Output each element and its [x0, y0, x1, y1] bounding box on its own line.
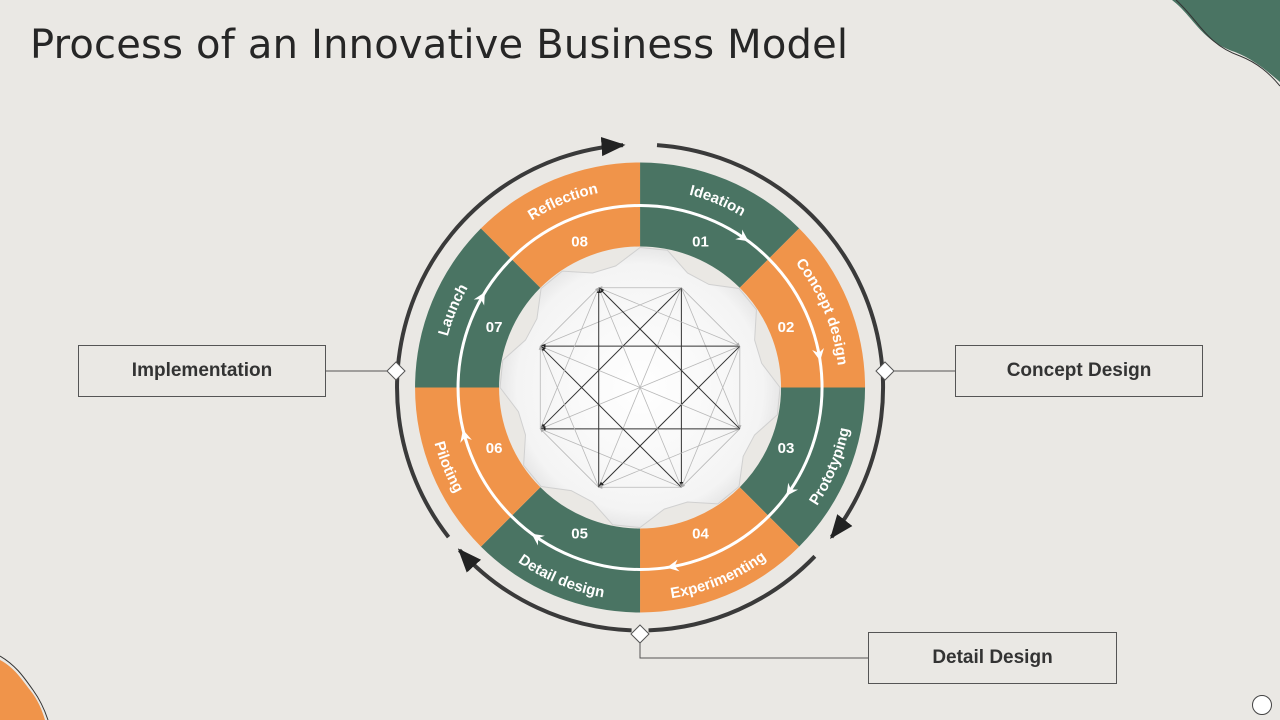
cycle-chevron	[735, 229, 749, 242]
connection-line	[539, 345, 600, 488]
stage-connection-lines	[538, 286, 742, 489]
outer-ring-arc	[457, 548, 632, 633]
ring-diamonds	[386, 361, 895, 644]
stage-number-02: 02	[778, 319, 795, 336]
detail-design-box: Detail Design	[868, 632, 1117, 684]
cycle-chevron	[666, 559, 680, 572]
cycle-chevron	[460, 429, 472, 443]
outer-ring-arc	[395, 137, 626, 539]
concept-design-diamond	[875, 361, 895, 381]
concept-design-box: Concept Design	[955, 345, 1203, 397]
stage-number-08: 08	[571, 234, 588, 251]
stage-number-04: 04	[692, 525, 709, 542]
connection-line	[539, 428, 682, 488]
connection-line	[539, 287, 682, 430]
connection-line	[539, 345, 682, 488]
stage-number-07: 07	[486, 319, 503, 336]
page-title: Process of an Innovative Business Model	[30, 22, 849, 68]
implementation-diamond	[386, 361, 406, 381]
cycle-chevron	[473, 292, 485, 306]
detail-design-label: Detail Design	[932, 647, 1053, 668]
connection-line	[598, 287, 741, 430]
cycle-chevron	[531, 533, 545, 546]
connection-line	[681, 428, 741, 488]
connection-line	[539, 287, 600, 347]
connection-line	[681, 287, 741, 347]
detail-design-diamond	[630, 624, 650, 644]
connection-line	[598, 287, 740, 347]
concept-design-label: Concept Design	[1006, 360, 1152, 381]
connection-line	[539, 287, 600, 429]
outer-cycle-ring	[395, 137, 885, 633]
cycle-chevron	[812, 347, 824, 361]
corner-decoration-bottom-left	[0, 655, 49, 720]
inner-cycle-arrows	[456, 204, 824, 572]
stage-number-05: 05	[571, 525, 588, 542]
outer-ring-arc	[648, 554, 817, 633]
implementation-box: Implementation	[78, 345, 326, 397]
inner-cycle-ring	[456, 204, 824, 571]
outer-ring-arc	[656, 143, 885, 540]
connection-line	[598, 287, 682, 488]
connection-line	[539, 428, 600, 488]
slide-indicator	[1252, 695, 1272, 715]
stage-number-01: 01	[692, 234, 709, 251]
connection-line	[598, 345, 741, 488]
cycle-chevron	[786, 482, 799, 496]
stage-number-06: 06	[486, 440, 503, 457]
stage-number-03: 03	[778, 440, 795, 457]
corner-decoration-top-right	[1172, 0, 1280, 87]
implementation-label: Implementation	[131, 360, 273, 381]
